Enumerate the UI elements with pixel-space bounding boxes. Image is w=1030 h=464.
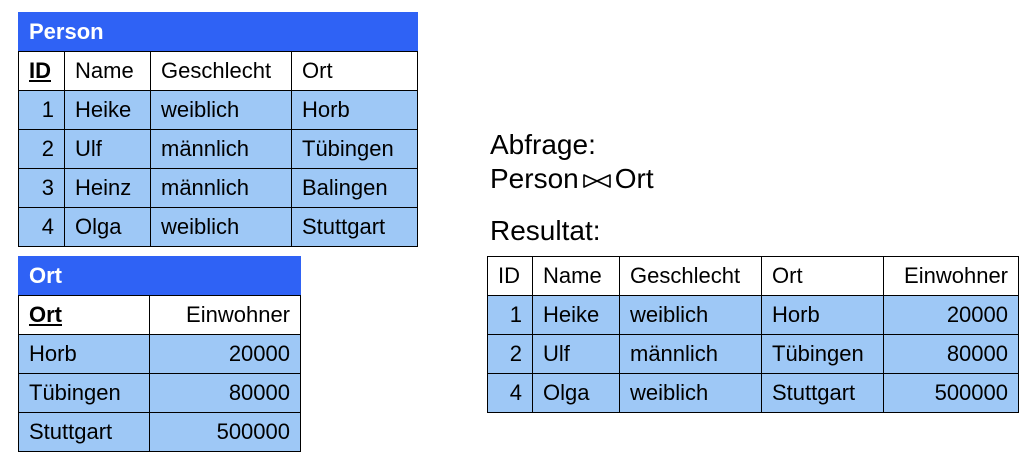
person-header-geschlecht: Geschlecht [150,51,292,91]
person-header-row: ID Name Geschlecht Ort [18,51,418,91]
ort-cell-einwohner: 500000 [149,412,301,452]
ort-table-title: Ort [18,256,301,296]
person-title-row: Person [18,12,418,52]
ort-header-einwohner: Einwohner [149,295,301,335]
result-cell-ort: Tübingen [761,334,884,374]
person-header-ort: Ort [291,51,418,91]
person-cell-id: 1 [18,90,65,130]
person-table-title: Person [18,12,418,52]
ort-cell-ort: Horb [18,334,150,374]
result-header-id: ID [487,256,533,296]
result-header-row: ID Name Geschlecht Ort Einwohner [487,256,1019,296]
ort-title-row: Ort [18,256,301,296]
table-row: 3 Heinz männlich Balingen [18,168,418,208]
result-cell-name: Heike [532,295,620,335]
ort-table: Ort Ort Einwohner Horb 20000 Tübingen 80… [18,256,301,452]
ort-cell-einwohner: 20000 [149,334,301,374]
result-header-ort: Ort [761,256,884,296]
result-cell-name: Olga [532,373,620,413]
person-table: Person ID Name Geschlecht Ort 1 Heike we… [18,12,418,247]
result-cell-geschlecht: weiblich [619,373,762,413]
table-row: Tübingen 80000 [18,373,301,413]
person-cell-geschlecht: weiblich [150,207,292,247]
natural-join-bowtie-icon [581,164,613,198]
table-row: 1 Heike weiblich Horb [18,90,418,130]
ort-cell-ort: Stuttgart [18,412,150,452]
result-header-einwohner: Einwohner [883,256,1019,296]
table-row: 2 Ulf männlich Tübingen [18,129,418,169]
person-header-name: Name [64,51,151,91]
person-cell-ort: Stuttgart [291,207,418,247]
person-cell-ort: Horb [291,90,418,130]
person-cell-id: 3 [18,168,65,208]
result-cell-geschlecht: weiblich [619,295,762,335]
query-expression: Person Ort [490,162,654,198]
person-cell-ort: Tübingen [291,129,418,169]
person-cell-name: Heike [64,90,151,130]
table-row: 1 Heike weiblich Horb 20000 [487,295,1019,335]
ort-cell-einwohner: 80000 [149,373,301,413]
person-cell-ort: Balingen [291,168,418,208]
result-label: Resultat: [490,215,601,246]
result-table: ID Name Geschlecht Ort Einwohner 1 Heike… [487,256,1019,413]
ort-cell-ort: Tübingen [18,373,150,413]
query-right-relation: Ort [614,163,654,194]
result-cell-id: 2 [487,334,533,374]
person-cell-geschlecht: männlich [150,129,292,169]
table-row: Stuttgart 500000 [18,412,301,452]
person-cell-name: Olga [64,207,151,247]
result-header-geschlecht: Geschlecht [619,256,762,296]
person-cell-geschlecht: männlich [150,168,292,208]
result-header-name: Name [532,256,620,296]
table-row: 2 Ulf männlich Tübingen 80000 [487,334,1019,374]
result-cell-ort: Horb [761,295,884,335]
result-cell-geschlecht: männlich [619,334,762,374]
ort-header-row: Ort Einwohner [18,295,301,335]
ort-header-ort: Ort [18,295,150,335]
result-cell-einwohner: 20000 [883,295,1019,335]
person-header-id: ID [18,51,65,91]
table-row: 4 Olga weiblich Stuttgart [18,207,418,247]
result-cell-einwohner: 500000 [883,373,1019,413]
person-cell-name: Heinz [64,168,151,208]
result-cell-id: 1 [487,295,533,335]
result-cell-einwohner: 80000 [883,334,1019,374]
person-cell-geschlecht: weiblich [150,90,292,130]
table-row: 4 Olga weiblich Stuttgart 500000 [487,373,1019,413]
query-left-relation: Person [490,163,579,194]
person-cell-id: 2 [18,129,65,169]
person-cell-id: 4 [18,207,65,247]
result-cell-id: 4 [487,373,533,413]
table-row: Horb 20000 [18,334,301,374]
result-cell-name: Ulf [532,334,620,374]
person-cell-name: Ulf [64,129,151,169]
query-label: Abfrage: [490,129,596,160]
result-cell-ort: Stuttgart [761,373,884,413]
